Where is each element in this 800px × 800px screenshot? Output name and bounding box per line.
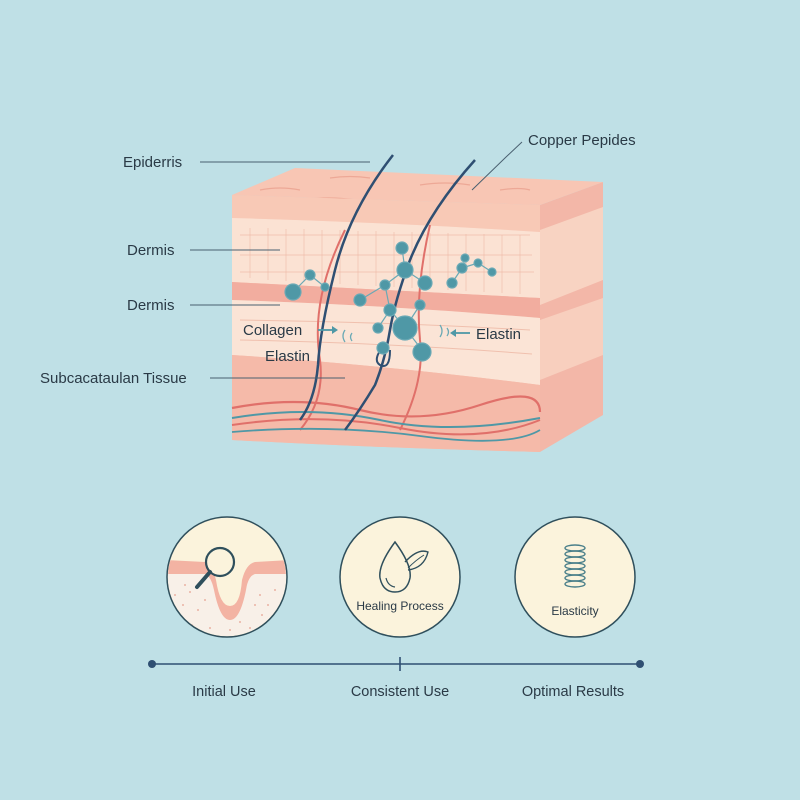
stage-healing: Healing Process	[339, 516, 461, 638]
label-dermis-2: Dermis	[127, 297, 175, 314]
stage-elasticity: Elasticity	[514, 516, 636, 638]
timeline: Initial Use Consistent Use Optimal Resul…	[148, 657, 644, 700]
label-elastin-left: Elastin	[265, 348, 310, 365]
stage-initial	[166, 516, 288, 638]
droplet-leaf-icon	[379, 540, 429, 593]
stage-elasticity-label: Elasticity	[551, 604, 598, 618]
label-subcutaneous: Subcacataulan Tissue	[40, 370, 187, 387]
timeline-label-consistent: Consistent Use	[351, 684, 449, 700]
blood-vessel	[231, 395, 542, 418]
collagen-arrow	[318, 326, 338, 334]
nerve-fiber	[298, 154, 394, 421]
elastin-arrow	[450, 329, 470, 337]
timeline-label-initial: Initial Use	[192, 684, 256, 700]
magnifier-skin-icon	[195, 546, 236, 589]
label-copper-peptides: Copper Pepides	[528, 132, 636, 149]
label-dermis-1: Dermis	[127, 242, 175, 259]
label-epidermis: Epiderris	[123, 154, 182, 171]
leader-copper-peptides	[471, 141, 523, 191]
skin-cross-section	[231, 154, 603, 452]
skin-top-face	[232, 168, 603, 205]
timeline-start-dot	[148, 660, 156, 668]
stage-healing-label: Healing Process	[356, 599, 443, 613]
spring-coil-icon	[564, 544, 586, 588]
label-elastin-right: Elastin	[476, 326, 521, 343]
copper-peptide-molecules	[284, 241, 497, 362]
timeline-end-dot	[636, 660, 644, 668]
timeline-label-optimal: Optimal Results	[522, 684, 624, 700]
label-collagen: Collagen	[243, 322, 302, 339]
